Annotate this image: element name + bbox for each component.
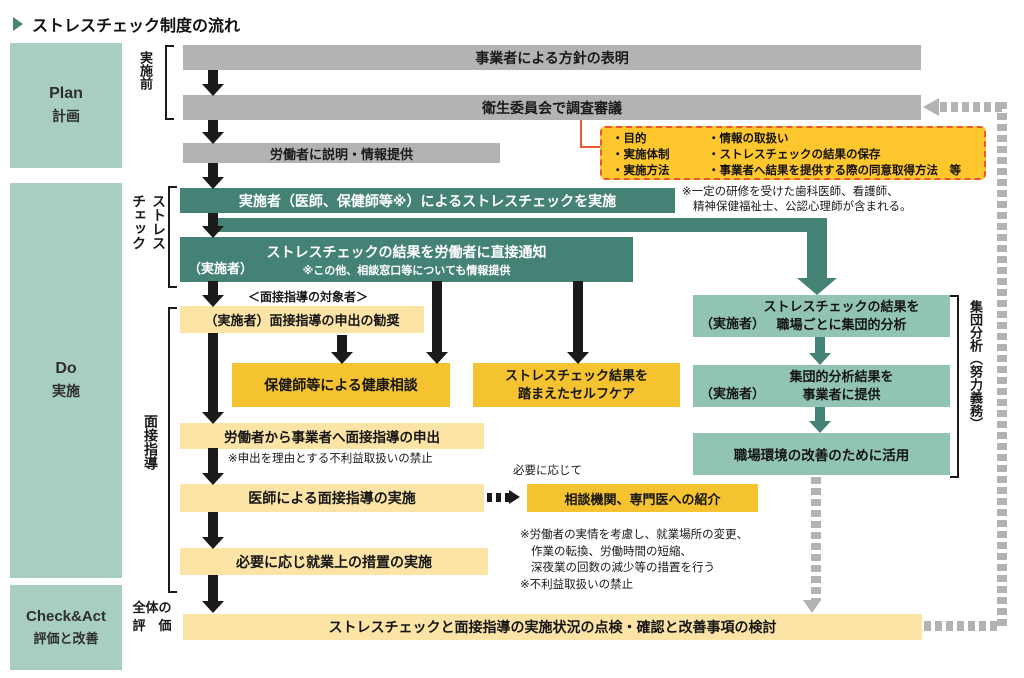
phase-plan-ja: 計画 xyxy=(52,108,80,124)
box-referral: 相談機関、専門医への紹介 xyxy=(527,484,758,512)
arrow-notify-to-selfcare xyxy=(567,281,589,364)
phase-check-act: Check&Act 評価と改善 xyxy=(10,585,122,670)
box-request-interview: 労働者から事業者へ面接指導の申出 xyxy=(180,423,484,449)
bar-policy: 事業者による方針の表明 xyxy=(183,45,921,70)
phase-do-en: Do xyxy=(55,360,77,377)
group-provide-actor: （実施者） xyxy=(700,386,766,401)
notify-actor-label: （実施者） xyxy=(188,261,254,276)
box-group-provide: （実施者） 集団的分析結果を 事業者に提供 xyxy=(693,365,950,407)
phase-check-ja: 評価と改善 xyxy=(33,631,99,646)
bar-overall-review: ストレスチェックと面接指導の実施状況の点検・確認と改善事項の検討 xyxy=(183,614,922,640)
arrow-request-to-doctor xyxy=(202,448,224,485)
as-needed-label: 必要に応じて xyxy=(513,465,582,477)
notify-title: ストレスチェックの結果を労働者に直接通知 xyxy=(266,243,547,260)
box-group-utilize: 職場環境の改善のために活用 xyxy=(693,433,950,475)
implement-note-l1: ※一定の研修を受けた歯科医師、看護師、 xyxy=(682,186,899,198)
topic-system: ・実施体制 xyxy=(612,149,670,161)
arrow-explain-to-implement xyxy=(202,163,224,189)
arrow-policy-to-committee xyxy=(202,70,224,96)
group-analysis-label: 集団分析（努力義務） xyxy=(968,300,983,430)
dashed-feedback-bottom xyxy=(924,621,1000,631)
stage-label-overall: 全体の 評 価 xyxy=(122,599,182,635)
arrow-recommend-to-consult xyxy=(331,335,353,364)
box-selfcare-l1: ストレスチェック結果を xyxy=(504,368,648,383)
stage-label-stress-check: ストレス チェック xyxy=(129,194,169,290)
dashed-arrow-to-referral xyxy=(487,493,509,502)
bar-explain: 労働者に説明・情報提供 xyxy=(183,143,500,163)
implement-note: ※一定の研修を受けた歯科医師、看護師、 精神保健福祉士、公認心理師が含まれる。 xyxy=(682,185,912,215)
phase-plan-en: Plan xyxy=(49,85,83,102)
phase-do: Do 実施 xyxy=(10,183,122,578)
bar-notify-results: （実施者） ストレスチェックの結果を労働者に直接通知 ※この他、相談窓口等につい… xyxy=(180,237,633,282)
dashed-arrowhead-referral xyxy=(509,490,520,504)
measures-note: ※労働者の実情を考慮し、就業場所の変更、 作業の転換、労働時間の短縮、 深夜業の… xyxy=(520,527,748,593)
group-analyze-actor: （実施者） xyxy=(700,316,766,331)
dashed-utilize-to-review xyxy=(811,477,821,600)
topic-info-handling: ・情報の取扱い xyxy=(708,133,789,145)
arrow-notify-to-consult xyxy=(426,281,448,364)
box-recommend-interview: （実施者）面接指導の申出の勧奨 xyxy=(180,306,424,333)
box-selfcare-l2: 踏まえたセルフケア xyxy=(517,386,635,401)
group-provide-l2: 事業者に提供 xyxy=(802,387,881,402)
group-analyze-l1: ストレスチェックの結果を xyxy=(763,299,920,314)
topic-purpose: ・目的 xyxy=(612,133,647,145)
stage-label-stress-l2: チェック xyxy=(131,194,147,250)
connector-arrowhead-group-analysis xyxy=(797,278,837,295)
group-provide-l1: 集団的分析結果を xyxy=(789,369,894,384)
topic-method: ・実施方法 xyxy=(612,165,670,177)
arrow-doctor-to-measures xyxy=(202,512,224,549)
bracket-group-analysis xyxy=(950,295,959,478)
stage-label-interview: 面接指導 xyxy=(143,414,159,470)
connector-vertical-to-group-analysis xyxy=(807,231,827,279)
stage-label-overall-l2: 評 価 xyxy=(132,618,172,633)
group-analyze-l2: 職場ごとに集団的分析 xyxy=(776,317,907,332)
arrow-notify-to-recommend xyxy=(202,281,224,307)
bar-committee: 衛生委員会で調査審議 xyxy=(183,95,921,120)
connector-band-to-group-analysis xyxy=(213,218,827,232)
dashed-feedback-top xyxy=(940,102,1006,112)
implement-note-l2: 精神保健福祉士、公認心理師が含まれる。 xyxy=(693,201,912,213)
measures-note-l3: 深夜業の回数の減少等の措置を行う xyxy=(531,562,715,574)
dashed-feedback-arrowhead-left xyxy=(923,98,939,116)
request-note: ※申出を理由とする不利益取扱いの禁止 xyxy=(228,453,433,465)
phase-check-en: Check&Act xyxy=(25,608,107,625)
box-health-consult: 保健師等による健康相談 xyxy=(232,363,450,407)
title-triangle-icon xyxy=(13,17,23,31)
committee-topics-col2: ・情報の取扱い ・ストレスチェックの結果の保存 ・事業者へ結果を提供する際の同意… xyxy=(708,131,961,177)
arrow-committee-to-explain xyxy=(202,120,224,144)
bracket-pre xyxy=(165,45,174,120)
page-title-row: ストレスチェック制度の流れ xyxy=(13,12,240,36)
stage-label-pre: 実施前 xyxy=(138,51,153,90)
committee-topics-box: ・目的 ・実施体制 ・実施方法 ・情報の取扱い ・ストレスチェックの結果の保存 … xyxy=(600,126,986,180)
box-group-analyze: （実施者） ストレスチェックの結果を 職場ごとに集団的分析 xyxy=(693,295,950,337)
measures-note-l2: 作業の転換、労働時間の短縮、 xyxy=(531,545,692,558)
bracket-stress-check xyxy=(168,186,177,288)
page-title: ストレスチェック制度の流れ xyxy=(32,18,241,35)
measures-note-l4: ※不利益取扱いの禁止 xyxy=(520,578,634,591)
arrow-analyze-to-provide xyxy=(809,337,831,365)
topic-consent: ・事業者へ結果を提供する際の同意取得方法 等 xyxy=(708,165,961,177)
notify-note: ※この他、相談窓口等についても情報提供 xyxy=(302,264,511,277)
arrow-measures-to-review xyxy=(202,575,224,613)
dashed-arrowhead-review xyxy=(803,600,821,613)
dashed-feedback-right xyxy=(997,102,1007,630)
arrow-provide-to-utilize xyxy=(809,407,831,433)
box-selfcare: ストレスチェック結果を 踏まえたセルフケア xyxy=(473,363,680,407)
committee-topics-connector xyxy=(580,120,600,148)
arrow-recommend-to-request xyxy=(202,333,224,424)
bar-implement-stress-check: 実施者（医師、保健師等※）によるストレスチェックを実施 xyxy=(180,188,675,213)
stage-label-overall-l1: 全体の xyxy=(132,600,172,615)
phase-plan: Plan 計画 xyxy=(10,43,122,168)
stage-label-stress-l1: ストレス xyxy=(151,194,167,250)
box-doctor-interview: 医師による面接指導の実施 xyxy=(180,484,484,512)
topic-result-storage: ・ストレスチェックの結果の保存 xyxy=(708,149,881,161)
box-work-measures: 必要に応じ就業上の措置の実施 xyxy=(180,548,488,575)
bracket-interview xyxy=(168,307,177,593)
phase-do-ja: 実施 xyxy=(52,383,80,399)
interview-target-label: ＜面接指導の対象者＞ xyxy=(248,290,369,304)
committee-topics-col1: ・目的 ・実施体制 ・実施方法 xyxy=(612,131,708,177)
measures-note-l1: ※労働者の実情を考慮し、就業場所の変更、 xyxy=(520,529,749,541)
